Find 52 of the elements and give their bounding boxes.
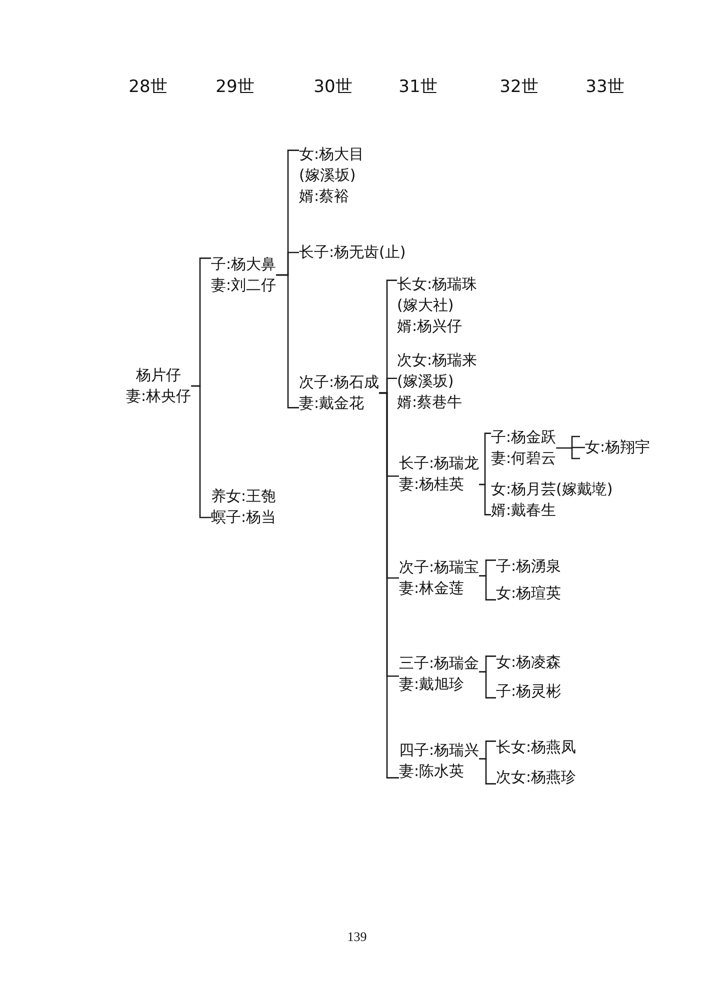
name-label: 次女:杨瑞来 <box>397 350 478 371</box>
name-label: 妻:陈水英 <box>399 761 466 782</box>
generation-heading: 28世 <box>128 76 168 98</box>
name-label: 婿:杨兴仔 <box>397 316 464 337</box>
name-label: 三子:杨瑞金 <box>399 653 480 674</box>
tree-line <box>379 392 399 778</box>
generation-heading: 30世 <box>314 76 352 98</box>
name-label: (嫁溪坂) <box>299 165 357 186</box>
tree-line <box>276 274 299 408</box>
name-label: 妻:戴金花 <box>299 393 366 414</box>
name-label: (嫁溪坂) <box>397 371 455 392</box>
name-label: 长女:杨瑞珠 <box>397 274 478 295</box>
generation-heading: 29世 <box>216 76 254 98</box>
name-label: 女:杨大目 <box>299 144 364 165</box>
name-label: 婿:蔡巷牛 <box>397 392 464 413</box>
name-label: 长子:杨瑞龙 <box>399 453 480 474</box>
name-label: 长女:杨燕凤 <box>496 737 576 758</box>
name-label: 四子:杨瑞兴 <box>399 740 480 761</box>
name-label: 次子:杨瑞宝 <box>399 557 480 578</box>
name-label: 子:杨大鼻 <box>211 254 276 275</box>
generation-heading: 31世 <box>398 76 438 98</box>
name-label: 婿:戴春生 <box>491 500 558 521</box>
name-label: 长子:杨无齿(止) <box>299 242 406 263</box>
name-label: 妻:何碧云 <box>491 448 556 469</box>
name-label: 子:杨湧泉 <box>496 556 562 577</box>
name-label: 养女:王匏 <box>211 486 276 507</box>
name-label: 女:杨月芸(嫁戴墘) <box>491 479 613 500</box>
name-label: 杨片仔 <box>135 365 182 386</box>
name-label: 妻:林央仔 <box>126 386 192 407</box>
name-label: 妻:林金莲 <box>399 578 466 599</box>
tree-line <box>479 484 491 516</box>
name-label: (嫁大社) <box>397 295 455 316</box>
generation-heading: 33世 <box>586 76 624 98</box>
name-label: 女:杨翔宇 <box>585 437 650 458</box>
tree-line <box>556 446 585 449</box>
name-label: 婿:蔡裕 <box>299 186 350 207</box>
name-label: 子:杨灵彬 <box>496 681 562 702</box>
name-label: 妻:刘二仔 <box>211 275 276 296</box>
tree-line <box>191 385 211 518</box>
name-label: 女:杨瑄英 <box>496 583 562 604</box>
name-label: 妻:杨桂英 <box>399 474 466 495</box>
name-label: 子:杨金跃 <box>491 427 556 448</box>
page-number: 139 <box>347 929 367 945</box>
name-label: 螟子:杨当 <box>211 507 276 528</box>
name-label: 次子:杨石成 <box>299 372 380 393</box>
tree-line <box>479 671 496 698</box>
name-label: 妻:戴旭珍 <box>399 674 466 695</box>
tree-line <box>479 575 496 600</box>
tree-line <box>479 758 496 784</box>
name-label: 次女:杨燕珍 <box>496 767 576 788</box>
name-label: 女:杨凌森 <box>496 652 562 673</box>
generation-heading: 32世 <box>500 76 538 98</box>
